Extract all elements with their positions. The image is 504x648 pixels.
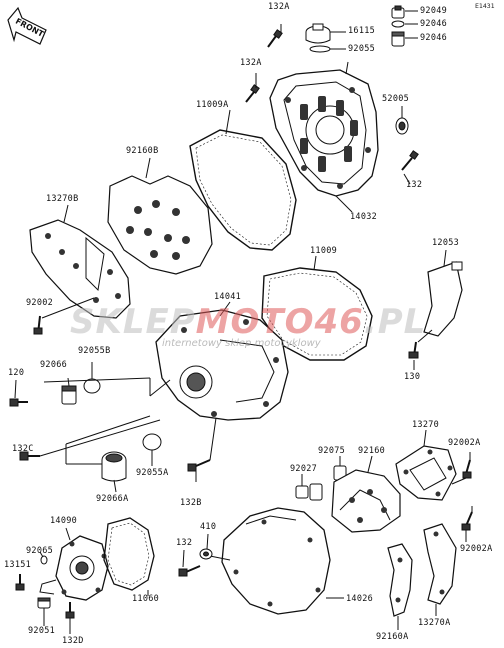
bolt-92002 xyxy=(33,297,95,335)
part-label-52005: 52005 xyxy=(382,94,410,104)
part-label-92160a: 92160A xyxy=(376,632,409,642)
part-label-92055b: 92055B xyxy=(78,346,111,356)
bolt-130 xyxy=(408,329,433,370)
part-label-132-bottom: 132 xyxy=(176,538,193,548)
part-label-132b: 132B xyxy=(180,498,202,508)
bolt-132-right xyxy=(401,150,419,185)
generator-cover-14041 xyxy=(155,301,289,421)
part-label-92002a-top: 92002A xyxy=(448,438,481,448)
part-label-120: 120 xyxy=(8,368,25,378)
part-label-92055: 92055 xyxy=(348,44,376,54)
damper-92160a xyxy=(387,543,413,630)
part-label-11009: 11009 xyxy=(310,246,338,256)
cap-92049 xyxy=(391,5,418,19)
part-label-132a-top: 132A xyxy=(268,2,290,12)
part-label-92002a-bottom: 92002A xyxy=(460,544,493,554)
part-label-92055a: 92055A xyxy=(136,468,169,478)
bolt-132d xyxy=(65,602,75,634)
part-label-92160b: 92160B xyxy=(126,146,159,156)
watermark-brand-tail: .PL xyxy=(363,302,427,342)
washer-410 xyxy=(199,533,213,560)
sprocket-cover-14026 xyxy=(209,507,344,615)
seal-92051 xyxy=(37,597,51,626)
plate-13270 xyxy=(395,429,457,501)
watermark-tagline: internetowy sklep motocyklowy xyxy=(162,338,321,349)
part-label-14026: 14026 xyxy=(346,594,374,604)
bolt-132-bottom xyxy=(178,549,201,577)
part-label-92160: 92160 xyxy=(358,446,386,456)
part-label-14032: 14032 xyxy=(350,212,378,222)
watermark-brand-main: SKLEP xyxy=(70,302,196,342)
gasket-11009a xyxy=(189,109,297,251)
bolt-13151 xyxy=(15,574,25,591)
chain-guard-12053 xyxy=(423,249,463,337)
part-label-11060: 11060 xyxy=(132,594,160,604)
part-label-132a-mid: 132A xyxy=(240,58,262,68)
plug-92046-b xyxy=(391,31,418,47)
plate-13270a xyxy=(423,523,457,616)
plate-13270b xyxy=(29,204,131,319)
part-label-14041: 14041 xyxy=(214,292,242,302)
part-label-13270b: 13270B xyxy=(46,194,79,204)
part-label-92046-b: 92046 xyxy=(420,33,448,43)
bolt-132c xyxy=(19,415,161,465)
part-label-92027: 92027 xyxy=(290,464,318,474)
filler-cap-16115 xyxy=(305,23,346,53)
part-label-92066a: 92066A xyxy=(96,494,129,504)
outer-cover-14032 xyxy=(269,61,379,213)
oring-92065 xyxy=(39,551,48,565)
part-label-92075: 92075 xyxy=(318,446,346,456)
part-label-92049: 92049 xyxy=(420,6,448,16)
part-label-13270: 13270 xyxy=(412,420,440,430)
collar-92027 xyxy=(295,474,323,501)
bolt-92002a-bottom xyxy=(461,506,473,542)
part-label-130: 130 xyxy=(404,372,421,382)
bolt-132a-mid xyxy=(245,73,260,103)
bolt-120 xyxy=(9,379,28,407)
part-label-132-right: 132 xyxy=(406,180,423,190)
part-label-92046-a: 92046 xyxy=(420,19,448,29)
plug-92066 xyxy=(61,377,77,405)
part-label-410: 410 xyxy=(200,522,217,532)
watermark-brand: SKLEPMOTO46.PL xyxy=(70,304,430,340)
part-label-132d: 132D xyxy=(62,636,84,646)
part-label-92065: 92065 xyxy=(26,546,54,556)
oil-seal-52005 xyxy=(395,106,409,135)
part-label-92002: 92002 xyxy=(26,298,54,308)
bolt-132a-top xyxy=(267,24,283,48)
bolt-92002a-top xyxy=(451,452,472,485)
part-label-92051: 92051 xyxy=(28,626,56,636)
pump-cover-14090 xyxy=(39,527,109,601)
seal-92046-a xyxy=(391,20,418,28)
diagram-code: E1431 xyxy=(475,2,495,10)
damper-92160b xyxy=(107,157,213,275)
part-label-92066: 92066 xyxy=(40,360,68,370)
watermark-brand-red: MOTO46 xyxy=(195,302,364,342)
oring-92055b xyxy=(83,362,101,394)
part-label-14090: 14090 xyxy=(50,516,78,526)
part-label-11009a: 11009A xyxy=(196,100,229,110)
part-label-132c: 132C xyxy=(12,444,34,454)
bolt-132b xyxy=(187,417,217,482)
gasket-11060 xyxy=(103,517,155,596)
plug-92066a xyxy=(101,451,127,493)
part-label-13270a: 13270A xyxy=(418,618,451,628)
part-label-13151: 13151 xyxy=(4,560,32,570)
part-label-12053: 12053 xyxy=(432,238,460,248)
oring-92055a xyxy=(142,433,162,466)
front-arrow-icon xyxy=(7,6,47,45)
part-label-16115: 16115 xyxy=(348,26,376,36)
damper-92160 xyxy=(331,455,401,533)
